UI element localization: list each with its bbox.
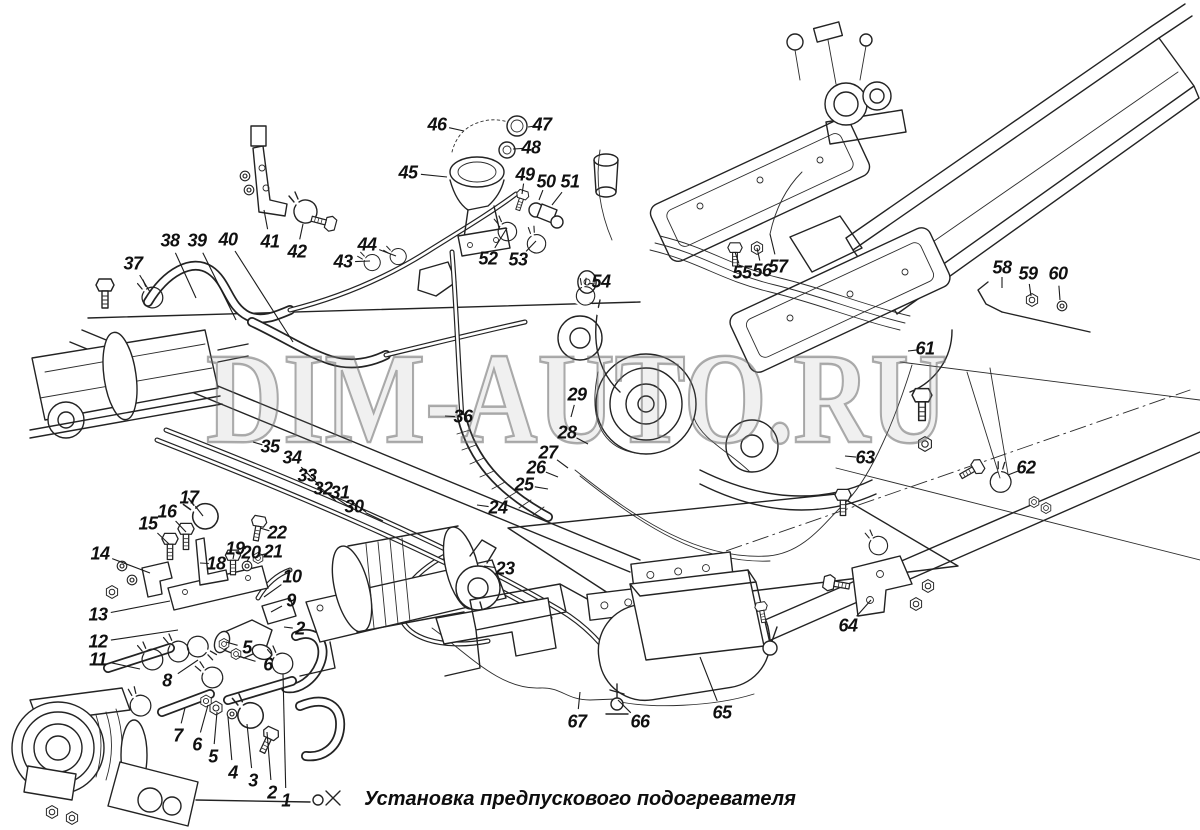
callout-16: 16 <box>157 501 177 522</box>
callout-21: 21 <box>263 541 283 562</box>
callout-18: 18 <box>206 553 226 574</box>
callout-67: 67 <box>567 711 587 732</box>
callout-8: 8 <box>162 670 172 691</box>
callout-36: 36 <box>453 406 473 427</box>
callout-34: 34 <box>282 447 302 468</box>
callout-42: 42 <box>287 241 307 262</box>
callout-1: 1 <box>281 790 291 811</box>
callout-4: 4 <box>228 762 238 783</box>
callout-61: 61 <box>915 338 935 359</box>
small-parts <box>95 125 1068 757</box>
callout-59: 59 <box>1018 263 1038 284</box>
callout-17: 17 <box>179 487 199 508</box>
heater-tank <box>597 569 778 715</box>
callout-47: 47 <box>532 114 552 135</box>
caption: Установка предпускового подогревателя <box>364 788 796 810</box>
callout-65: 65 <box>712 702 732 723</box>
callout-6: 6 <box>192 734 202 755</box>
callout-2: 2 <box>295 618 305 639</box>
callout-39: 39 <box>187 230 207 251</box>
callout-23: 23 <box>495 558 515 579</box>
callout-54: 54 <box>591 271 611 292</box>
callout-30: 30 <box>344 496 364 517</box>
callout-26: 26 <box>526 457 546 478</box>
callout-25: 25 <box>514 474 534 495</box>
callout-41: 41 <box>260 231 280 252</box>
callout-7: 7 <box>173 725 183 746</box>
callout-3: 3 <box>248 770 258 791</box>
callout-62: 62 <box>1016 457 1036 478</box>
callout-51: 51 <box>560 171 580 192</box>
callout-31: 31 <box>330 482 350 503</box>
callout-22: 22 <box>267 522 287 543</box>
callout-5: 5 <box>208 746 218 767</box>
callout-28: 28 <box>557 422 577 443</box>
callout-44: 44 <box>357 234 377 255</box>
callout-63: 63 <box>855 447 875 468</box>
callout-33: 33 <box>297 465 317 486</box>
callout-58: 58 <box>992 257 1012 278</box>
callout-56: 56 <box>752 260 772 281</box>
filler-funnel-assembly <box>449 115 597 294</box>
callout-52: 52 <box>478 248 498 269</box>
callout-2: 2 <box>267 782 277 803</box>
callout-24: 24 <box>488 497 508 518</box>
heater-assembly <box>299 525 557 677</box>
callout-29: 29 <box>567 384 587 405</box>
callout-11: 11 <box>89 649 107 670</box>
callout-10: 10 <box>282 566 302 587</box>
callout-50: 50 <box>536 171 556 192</box>
callout-12: 12 <box>88 631 108 652</box>
callout-43: 43 <box>333 251 353 272</box>
callout-53: 53 <box>508 249 528 270</box>
callout-27: 27 <box>538 442 558 463</box>
callout-9: 9 <box>286 590 296 611</box>
callout-6: 6 <box>263 654 273 675</box>
callout-45: 45 <box>398 162 418 183</box>
callout-48: 48 <box>521 137 541 158</box>
callout-64: 64 <box>838 615 858 636</box>
callout-60: 60 <box>1048 263 1068 284</box>
callout-13: 13 <box>88 604 108 625</box>
callout-49: 49 <box>515 164 535 185</box>
callout-37: 37 <box>123 253 143 274</box>
chassis-frame <box>69 3 1200 665</box>
callout-46: 46 <box>427 114 447 135</box>
callout-35: 35 <box>260 436 280 457</box>
callout-19: 19 <box>225 538 245 559</box>
callout-20: 20 <box>241 542 261 563</box>
front-cooling-assembly <box>29 329 249 439</box>
callout-5: 5 <box>242 637 252 658</box>
callout-57: 57 <box>768 256 788 277</box>
callout-38: 38 <box>160 230 180 251</box>
front-heater-pump-unit <box>11 687 341 827</box>
callout-15: 15 <box>138 513 158 534</box>
engine-assembly <box>417 21 953 511</box>
callout-55: 55 <box>732 262 752 283</box>
callout-32: 32 <box>313 478 333 499</box>
callout-14: 14 <box>90 543 110 564</box>
callout-66: 66 <box>630 711 650 732</box>
callout-40: 40 <box>218 229 238 250</box>
